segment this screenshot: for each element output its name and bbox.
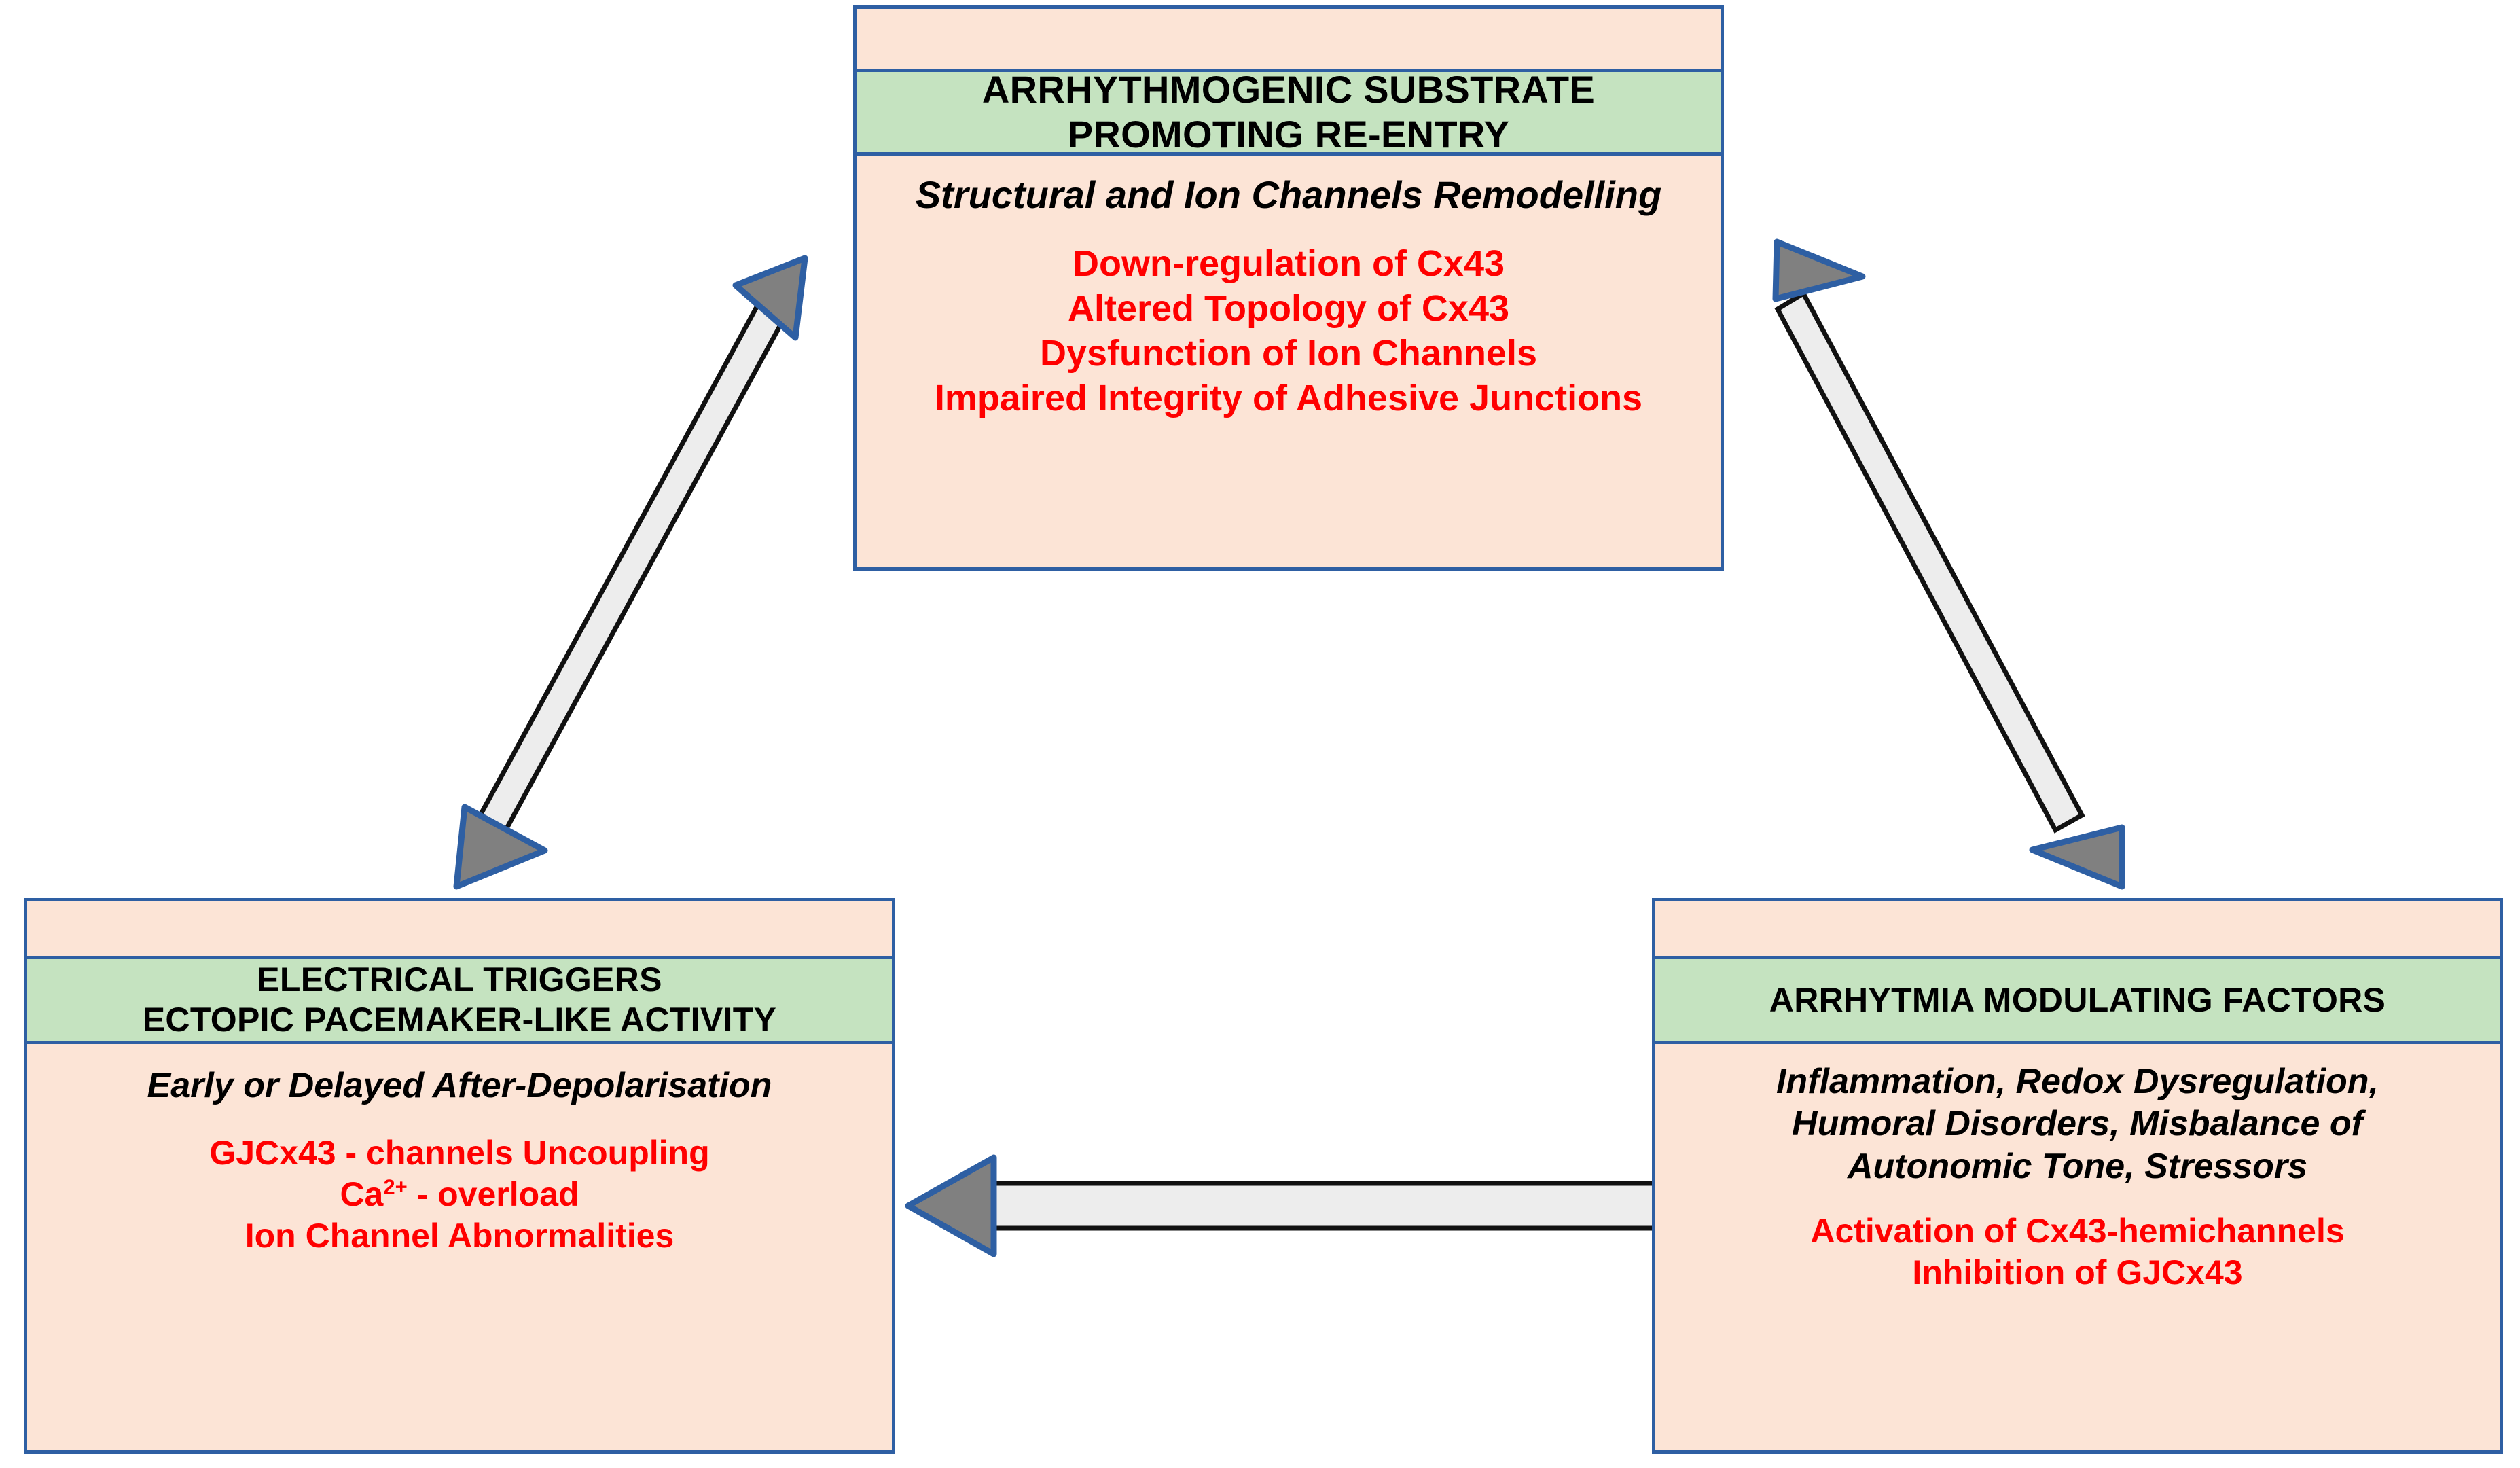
- node-body-electrical-triggers: Early or Delayed After-Depolarisation GJ…: [27, 1044, 892, 1450]
- node-subtitle-line-3: Autonomic Tone, Stressors: [1847, 1146, 2308, 1186]
- node-subtitle: Early or Delayed After-Depolarisation: [147, 1066, 772, 1105]
- arrow-head-left: [905, 1154, 997, 1257]
- node-arrhythmogenic-substrate[interactable]: ARRHYTHMOGENIC SUBSTRATE PROMOTING RE-EN…: [853, 5, 1724, 571]
- node-subtitle: Inflammation, Redox Dysregulation, Humor…: [1655, 1060, 2500, 1187]
- arrow-head-up-left: [1772, 238, 1866, 302]
- node-header-line-2: PROMOTING RE-ENTRY: [1067, 113, 1510, 156]
- node-header-line-2: ECTOPIC PACEMAKER-LIKE ACTIVITY: [142, 1001, 777, 1039]
- node-top-spacer: [27, 901, 892, 956]
- calcium-base: Ca: [340, 1175, 384, 1214]
- node-body-arrhythmogenic-substrate: Structural and Ion Channels Remodelling …: [857, 156, 1721, 567]
- arrow-shaft: [1774, 290, 2085, 834]
- node-electrical-triggers[interactable]: ELECTRICAL TRIGGERS ECTOPIC PACEMAKER-LI…: [24, 898, 895, 1454]
- node-body-arrhytmia-modulating-factors: Inflammation, Redox Dysregulation, Humor…: [1655, 1044, 2500, 1450]
- list-item: Altered Topology of Cx43: [1067, 288, 1510, 329]
- list-item-calcium: Ca2+ - overload: [27, 1174, 892, 1215]
- node-header-line-1: ARRHYTHMOGENIC SUBSTRATE: [982, 67, 1596, 111]
- list-item: Activation of Cx43-hemichannels: [1810, 1212, 2345, 1251]
- arrow-shaft: [472, 302, 787, 842]
- node-item-list: Down-regulation of Cx43 Altered Topology…: [857, 242, 1721, 421]
- calcium-superscript: 2+: [383, 1175, 408, 1199]
- calcium-tail: - overload: [407, 1175, 579, 1214]
- node-top-spacer: [857, 9, 1721, 69]
- node-top-spacer: [1655, 901, 2500, 956]
- arrow-head-up-right: [732, 255, 808, 341]
- connector-triggers-modulating: [905, 1154, 1780, 1257]
- node-header-line-1: ARRHYTMIA MODULATING FACTORS: [1769, 980, 2386, 1019]
- connector-substrate-modulating: [1772, 238, 2125, 890]
- arrow-shaft: [991, 1181, 1694, 1231]
- list-item: Down-regulation of Cx43: [1072, 243, 1505, 285]
- node-subtitle-line-2: Humoral Disorders, Misbalance of: [1792, 1104, 2363, 1144]
- list-item: Inhibition of GJCx43: [1912, 1253, 2243, 1292]
- node-subtitle-line-1: Inflammation, Redox Dysregulation,: [1776, 1062, 2379, 1101]
- node-item-list: GJCx43 - channels Uncoupling Ca2+ - over…: [27, 1132, 892, 1257]
- node-header-electrical-triggers: ELECTRICAL TRIGGERS ECTOPIC PACEMAKER-LI…: [27, 956, 892, 1044]
- arrow-head-down-left: [453, 804, 548, 890]
- node-header-line-1: ELECTRICAL TRIGGERS: [257, 961, 662, 999]
- list-item: Ion Channel Abnormalities: [245, 1217, 674, 1255]
- arrow-head-down-right: [2029, 824, 2125, 890]
- node-subtitle: Structural and Ion Channels Remodelling: [915, 173, 1662, 216]
- list-item: GJCx43 - channels Uncoupling: [209, 1134, 710, 1172]
- list-item: Impaired Integrity of Adhesive Junctions: [934, 377, 1643, 418]
- node-header-arrhythmogenic-substrate: ARRHYTHMOGENIC SUBSTRATE PROMOTING RE-EN…: [857, 67, 1721, 156]
- node-item-list: Activation of Cx43-hemichannels Inhibiti…: [1655, 1211, 2500, 1293]
- connector-substrate-triggers: [453, 255, 808, 890]
- list-item: Dysfunction of Ion Channels: [1039, 332, 1537, 374]
- node-arrhytmia-modulating-factors[interactable]: ARRHYTMIA MODULATING FACTORS Inflammatio…: [1652, 898, 2503, 1454]
- node-header-arrhytmia-modulating-factors: ARRHYTMIA MODULATING FACTORS: [1655, 956, 2500, 1044]
